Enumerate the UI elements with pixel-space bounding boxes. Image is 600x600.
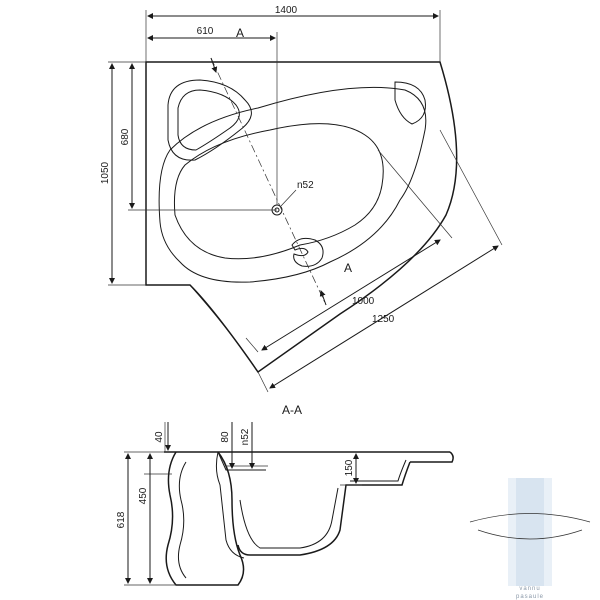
watermark-logo: vannu pasaule xyxy=(469,478,591,600)
dim-width-label: 1400 xyxy=(275,5,298,16)
dim-80-label: 80 xyxy=(220,431,231,443)
watermark-line1: vannu xyxy=(519,586,540,592)
section-mark-bottom: A xyxy=(344,261,352,275)
dim-height-label: 1050 xyxy=(100,161,111,184)
drain-label: n52 xyxy=(297,180,314,191)
watermark-line2: pasaule xyxy=(516,594,544,600)
section-mark-top: A xyxy=(236,26,244,40)
dim-inner-height-label-section: 450 xyxy=(138,487,149,504)
section-left-apron xyxy=(165,451,245,586)
dim-diag-inner-label: 1000 xyxy=(352,296,375,307)
dim-left-width-label: 610 xyxy=(197,26,214,37)
tub-headrest-inner xyxy=(177,89,240,151)
section-right-ledge xyxy=(237,461,411,556)
dim-diag-outer-label: 1250 xyxy=(372,314,395,325)
dim-rim-label: 40 xyxy=(154,431,165,443)
dim-inner-height-label: 680 xyxy=(120,128,131,145)
top-view: 1400 610 A 1050 680 n52 A 1000 1250 xyxy=(100,5,503,393)
tub-armrest xyxy=(394,81,426,125)
dim-150-label: 150 xyxy=(344,459,355,476)
tub-basin xyxy=(174,123,384,260)
section-view: A-A 618 450 40 80 n52 xyxy=(116,403,454,586)
section-title: A-A xyxy=(282,403,302,417)
tub-rim xyxy=(158,86,427,283)
dim-drain-label: n52 xyxy=(240,428,251,445)
dim-total-height-label: 618 xyxy=(116,511,127,528)
tub-headrest xyxy=(167,79,252,161)
tub-front-edge xyxy=(189,284,259,373)
